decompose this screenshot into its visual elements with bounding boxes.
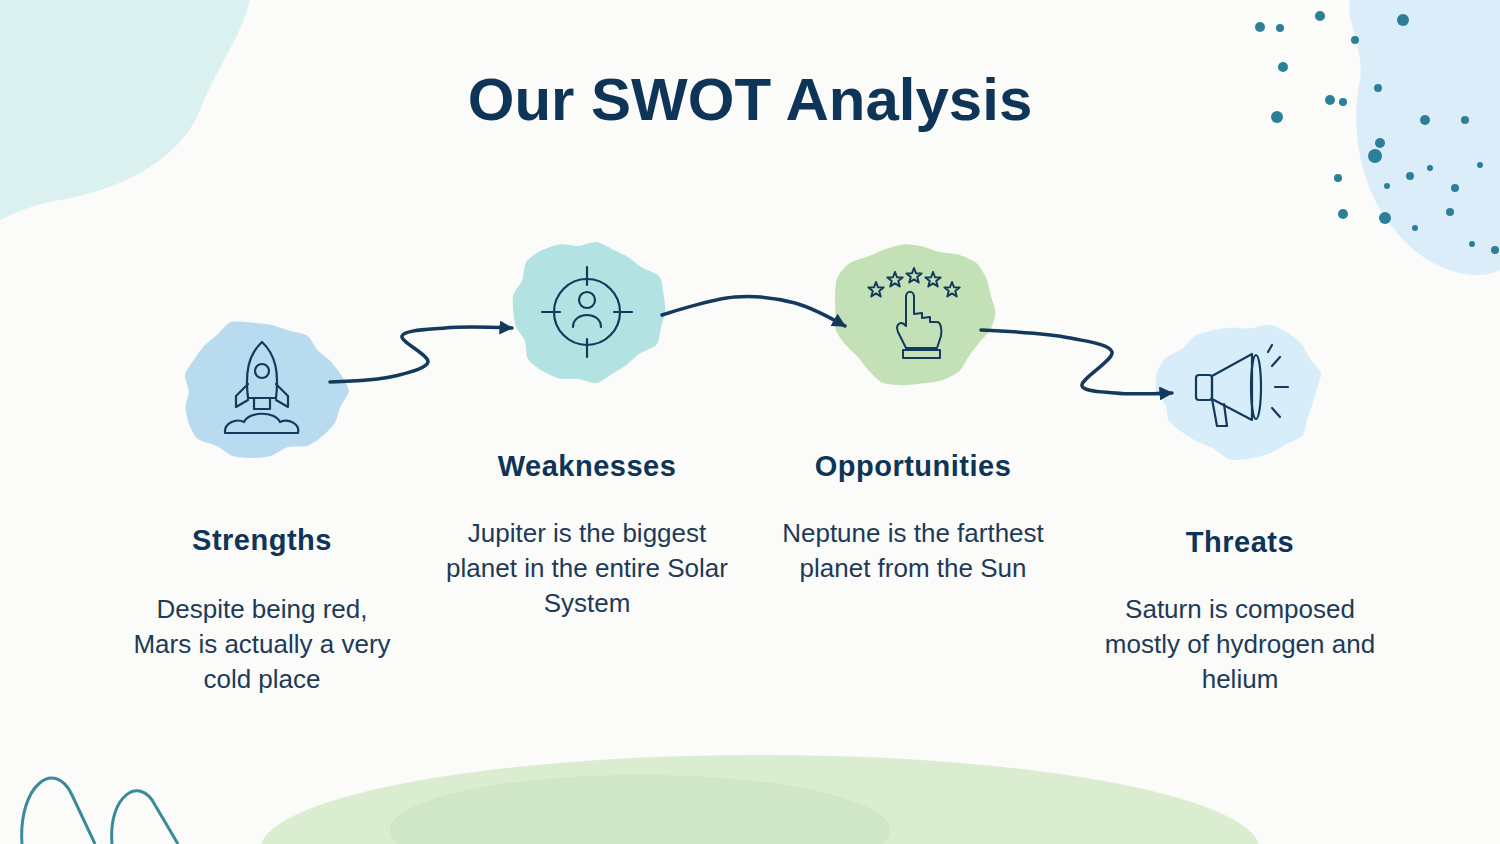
swot-node: WeaknessesJupiter is the biggest planet … bbox=[512, 240, 662, 382]
rocket-flame bbox=[254, 398, 270, 409]
dot bbox=[1255, 22, 1265, 32]
dot bbox=[1334, 174, 1342, 182]
node-heading: Opportunities bbox=[763, 448, 1063, 484]
dot bbox=[1397, 14, 1409, 26]
megaphone-cone bbox=[1212, 354, 1252, 420]
dot-pattern bbox=[1255, 11, 1499, 254]
rocket-fin bbox=[236, 384, 248, 407]
node-heading: Threats bbox=[1095, 524, 1385, 560]
dot bbox=[1379, 212, 1391, 224]
launch-cloud bbox=[225, 414, 298, 433]
watercolor-patch bbox=[0, 0, 250, 220]
star bbox=[944, 282, 959, 297]
rocket-icon bbox=[225, 342, 298, 433]
watercolor-patch bbox=[1349, 0, 1500, 275]
rocket-fin bbox=[276, 384, 288, 407]
crosshair bbox=[586, 339, 588, 357]
node-heading: Strengths bbox=[127, 522, 397, 558]
node-description: Saturn is composed mostly of hydrogen an… bbox=[1095, 592, 1385, 697]
flow-arrow bbox=[330, 327, 512, 382]
rating-hand-icon bbox=[868, 268, 959, 358]
watercolor-patch bbox=[390, 775, 890, 844]
megaphone-back bbox=[1196, 375, 1212, 400]
crosshair bbox=[542, 311, 560, 313]
line-doodle bbox=[22, 778, 178, 844]
dot bbox=[1368, 149, 1382, 163]
star bbox=[906, 268, 921, 283]
person-head bbox=[579, 292, 595, 308]
dot bbox=[1427, 165, 1433, 171]
megaphone-mouth bbox=[1251, 355, 1261, 419]
node-description: Neptune is the farthest planet from the … bbox=[763, 516, 1063, 586]
node-heading: Weaknesses bbox=[437, 448, 737, 484]
dot bbox=[1374, 84, 1382, 92]
dot bbox=[1351, 36, 1359, 44]
swot-node: StrengthsDespite being red, Mars is actu… bbox=[194, 320, 330, 462]
dot bbox=[1278, 62, 1288, 72]
dot bbox=[1461, 116, 1469, 124]
target-ring bbox=[554, 279, 620, 345]
watercolor-blob bbox=[505, 236, 669, 386]
megaphone-handle bbox=[1212, 399, 1227, 426]
crosshair bbox=[586, 267, 588, 285]
dot bbox=[1451, 184, 1459, 192]
doodle-loop bbox=[22, 778, 95, 844]
dot bbox=[1446, 208, 1454, 216]
sound-ray bbox=[1272, 357, 1280, 366]
person-body bbox=[573, 315, 601, 327]
watercolor-blob bbox=[176, 318, 348, 464]
dot bbox=[1491, 246, 1499, 254]
star bbox=[887, 272, 902, 287]
dot bbox=[1315, 11, 1325, 21]
dot bbox=[1406, 172, 1414, 180]
watercolor-patch bbox=[260, 755, 1260, 844]
dot bbox=[1477, 162, 1483, 168]
rocket-window bbox=[255, 364, 269, 378]
sound-ray bbox=[1268, 345, 1272, 352]
rocket-body bbox=[247, 342, 277, 398]
dot bbox=[1339, 98, 1347, 106]
star bbox=[925, 272, 940, 287]
swot-node: ThreatsSaturn is composed mostly of hydr… bbox=[1172, 322, 1308, 458]
watercolor-blob bbox=[827, 237, 999, 389]
dot bbox=[1384, 183, 1390, 189]
watercolor-blob bbox=[1154, 318, 1326, 462]
dot bbox=[1276, 24, 1284, 32]
sound-ray bbox=[1272, 408, 1280, 417]
dot bbox=[1325, 95, 1335, 105]
node-description: Despite being red, Mars is actually a ve… bbox=[127, 592, 397, 697]
megaphone-icon bbox=[1196, 345, 1288, 426]
blob-shape bbox=[1156, 325, 1321, 460]
pointing-hand bbox=[897, 292, 941, 348]
dot bbox=[1338, 209, 1348, 219]
dot bbox=[1469, 241, 1475, 247]
star bbox=[868, 282, 883, 297]
blob-shape bbox=[185, 321, 349, 458]
dot bbox=[1412, 225, 1418, 231]
dot bbox=[1271, 111, 1283, 123]
flow-arrow bbox=[662, 297, 845, 326]
dot bbox=[1375, 138, 1385, 148]
hand-cuff bbox=[903, 350, 940, 358]
swot-node: OpportunitiesNeptune is the farthest pla… bbox=[845, 240, 981, 386]
node-description: Jupiter is the biggest planet in the ent… bbox=[437, 516, 737, 621]
crosshair bbox=[614, 311, 632, 313]
sound-ray bbox=[1275, 386, 1288, 388]
doodle-loop bbox=[112, 791, 178, 844]
blob-shape bbox=[835, 244, 995, 385]
flow-arrow bbox=[981, 330, 1172, 394]
diagram-title: Our SWOT Analysis bbox=[0, 64, 1500, 136]
blob-shape bbox=[513, 242, 665, 383]
dot bbox=[1420, 115, 1430, 125]
target-icon bbox=[542, 267, 632, 357]
